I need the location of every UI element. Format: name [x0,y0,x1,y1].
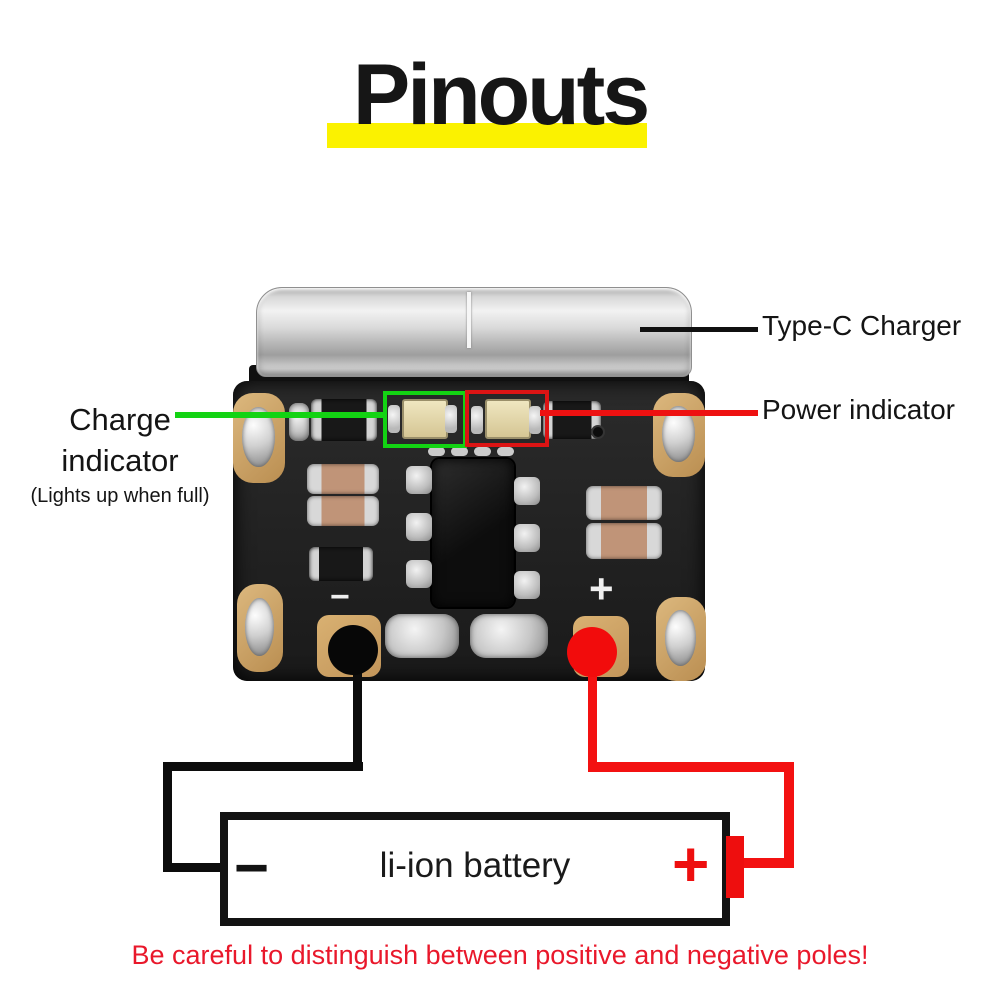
positive-wire-segment [784,762,794,868]
solder-blob [529,406,541,434]
capacitor [586,486,662,520]
battery-plus-sign: + [672,828,710,900]
ic-pin [514,571,540,599]
charge-indicator-line2: indicator [61,443,179,478]
resistor [311,399,377,441]
negative-wire-segment [163,863,229,872]
annotation-line-type-c [640,327,758,332]
silkscreen-dash [497,447,514,456]
solder-blob [445,405,457,433]
resistor [309,547,373,581]
label-power-indicator: Power indicator [762,394,955,425]
usb-c-connector [256,287,692,377]
silkscreen-dash [428,447,445,456]
positive-terminal-dot [567,627,617,677]
label-type-c-charger: Type-C Charger [762,310,962,341]
positive-wire-segment [588,650,597,772]
battery-label: li-ion battery [379,846,571,885]
corner-pad-bottom-right [656,597,706,681]
annotation-line-power [540,410,758,416]
charge-indicator-line1: Charge [69,402,171,437]
solder-blob [289,403,309,441]
charge-indicator-box [383,391,467,448]
battery-terminal-nub [726,836,744,898]
silkscreen-minus: − [330,578,350,616]
silkscreen-dash [474,447,491,456]
capacitor [307,464,379,494]
charge-indicator-note: (Lights up when full) [30,485,210,507]
annotation-line-charge [175,412,384,418]
negative-wire-segment [353,650,362,771]
positive-wire-segment [740,858,794,868]
battery-box [220,812,730,926]
ic-pin [406,466,432,494]
ic-pin [406,513,432,541]
power-led [485,399,531,439]
solder-blob [388,405,400,433]
solder-pad [385,614,459,658]
battery-minus-sign: − [234,834,270,901]
page-title: Pinouts [352,47,650,143]
charge-led [402,399,448,439]
ic-pin [406,560,432,588]
power-indicator-box [465,390,549,447]
solder-pad [470,614,548,658]
connector-seam [467,292,471,348]
ic-pin [514,477,540,505]
label-charge-indicator: Charge indicator (Lights up when full) [2,399,238,511]
silkscreen-dash [451,447,468,456]
positive-wire-segment [588,762,794,772]
resistor [543,401,601,439]
solder-blob [665,610,696,666]
corner-pad-top-right [653,393,705,477]
corner-pad-top-left [233,393,285,483]
via-hole [593,427,603,437]
corner-pad-bottom-left [237,584,283,672]
ic-chip [406,459,540,607]
solder-blob [471,406,483,434]
silkscreen-plus: + [589,565,614,612]
ic-pin [514,524,540,552]
negative-terminal-dot [328,625,378,675]
solder-blob [245,598,274,657]
title-highlight [327,123,647,148]
negative-wire-segment [163,762,363,771]
capacitor [586,523,662,559]
capacitor [307,496,379,526]
warning-text: Be careful to distinguish between positi… [131,940,869,970]
negative-wire-segment [163,762,172,872]
